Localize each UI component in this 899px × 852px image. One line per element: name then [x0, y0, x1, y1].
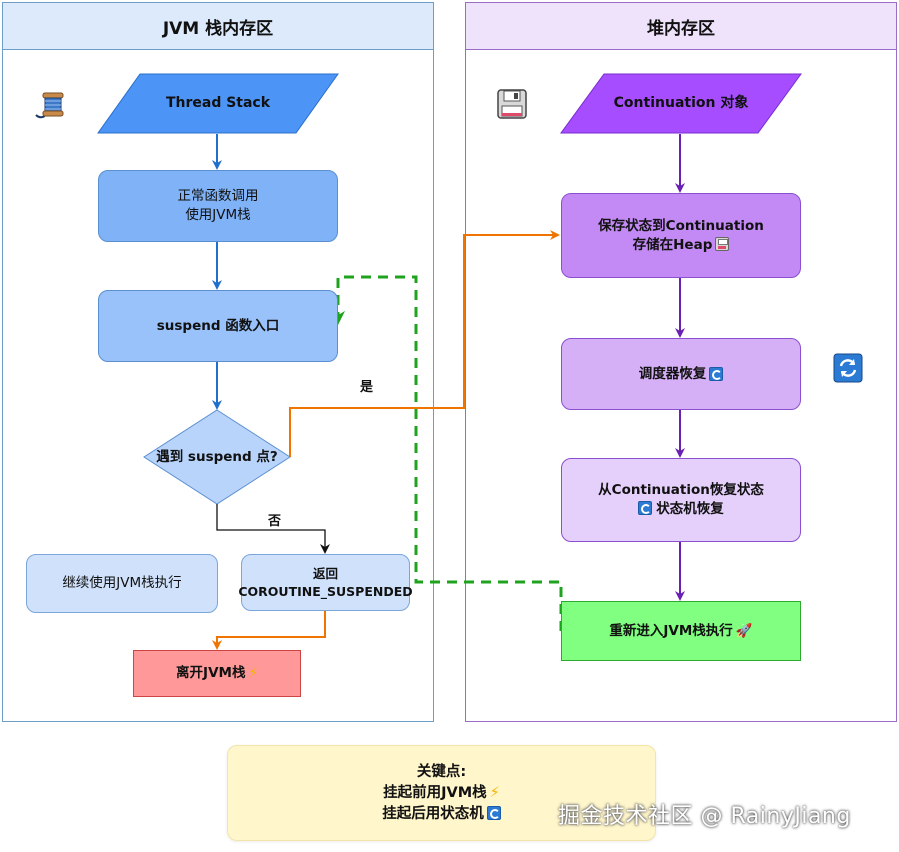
floppy-disk-icon	[494, 86, 530, 122]
lightning-icon-2: ⚡	[489, 784, 500, 801]
edge-decision-no	[216, 504, 330, 554]
refresh-icon	[832, 352, 864, 384]
normal-call-line1: 正常函数调用	[177, 188, 259, 204]
suspend-entry-label: suspend 函数入口	[156, 317, 280, 334]
thread-stack-label: Thread Stack	[165, 94, 271, 111]
decision-label: 遇到 suspend 点?	[156, 448, 278, 465]
continuation-object-label: Continuation 对象	[613, 94, 749, 111]
return-line2: COROUTINE_SUSPENDED	[238, 583, 413, 599]
reenter-label: 重新进入JVM栈执行	[609, 622, 733, 639]
edge-label-no: 否	[268, 514, 282, 529]
heap-panel-title: 堆内存区	[466, 3, 896, 50]
edge-return-to-leave	[212, 611, 326, 650]
jvm-stack-panel-title: JVM 栈内存区	[3, 3, 433, 50]
normal-call-box: 正常函数调用 使用JVM栈	[98, 170, 338, 242]
save-state-box: 保存状态到Continuation 存储在Heap	[561, 193, 801, 278]
edge-decision-yes	[289, 230, 560, 457]
leave-jvm-stack-label: 离开JVM栈	[176, 665, 246, 681]
small-refresh-icon-3	[486, 805, 501, 820]
thread-stack-shape	[97, 73, 339, 134]
restore-line1: 从Continuation恢复状态	[598, 482, 764, 498]
small-refresh-icon	[709, 367, 724, 381]
scheduler-resume-box: 调度器恢复	[561, 338, 801, 410]
reenter-jvm-stack-box: 重新进入JVM栈执行 🚀	[561, 601, 801, 661]
edge-label-yes: 是	[360, 380, 374, 395]
leave-jvm-stack-box: 离开JVM栈 ⚡	[133, 650, 301, 697]
return-line1: 返回	[312, 565, 338, 581]
thread-spool-icon	[30, 86, 70, 122]
edge-reenter-to-suspend	[331, 275, 563, 631]
continue-exec-label: 继续使用JVM栈执行	[62, 575, 182, 591]
normal-call-line2: 使用JVM栈	[185, 207, 251, 223]
continue-exec-box: 继续使用JVM栈执行	[26, 554, 218, 613]
save-line1: 保存状态到Continuation	[598, 217, 764, 234]
save-line2: 存储在Heap	[632, 236, 713, 253]
small-floppy-disk-icon	[715, 236, 730, 251]
rocket-icon: 🚀	[735, 622, 753, 639]
continuation-object-shape	[560, 73, 802, 134]
watermark: 掘金技术社区 @ RainyJiang	[558, 804, 851, 829]
return-suspended-box: 返回 COROUTINE_SUSPENDED	[238, 554, 413, 611]
key-points-title: 关键点:	[416, 763, 467, 780]
suspend-entry-box: suspend 函数入口	[98, 290, 338, 362]
scheduler-label: 调度器恢复	[638, 365, 707, 382]
lightning-icon: ⚡	[248, 665, 258, 681]
key-points-note: 关键点: 挂起前用JVM栈⚡ 挂起后用状态机	[227, 745, 656, 841]
restore-line2: 状态机恢复	[656, 501, 724, 517]
key-points-line2: 挂起后用状态机	[382, 805, 484, 822]
restore-state-box: 从Continuation恢复状态 状态机恢复	[561, 458, 801, 542]
key-points-line1: 挂起前用JVM栈	[383, 784, 487, 801]
small-refresh-icon-2	[638, 501, 653, 515]
